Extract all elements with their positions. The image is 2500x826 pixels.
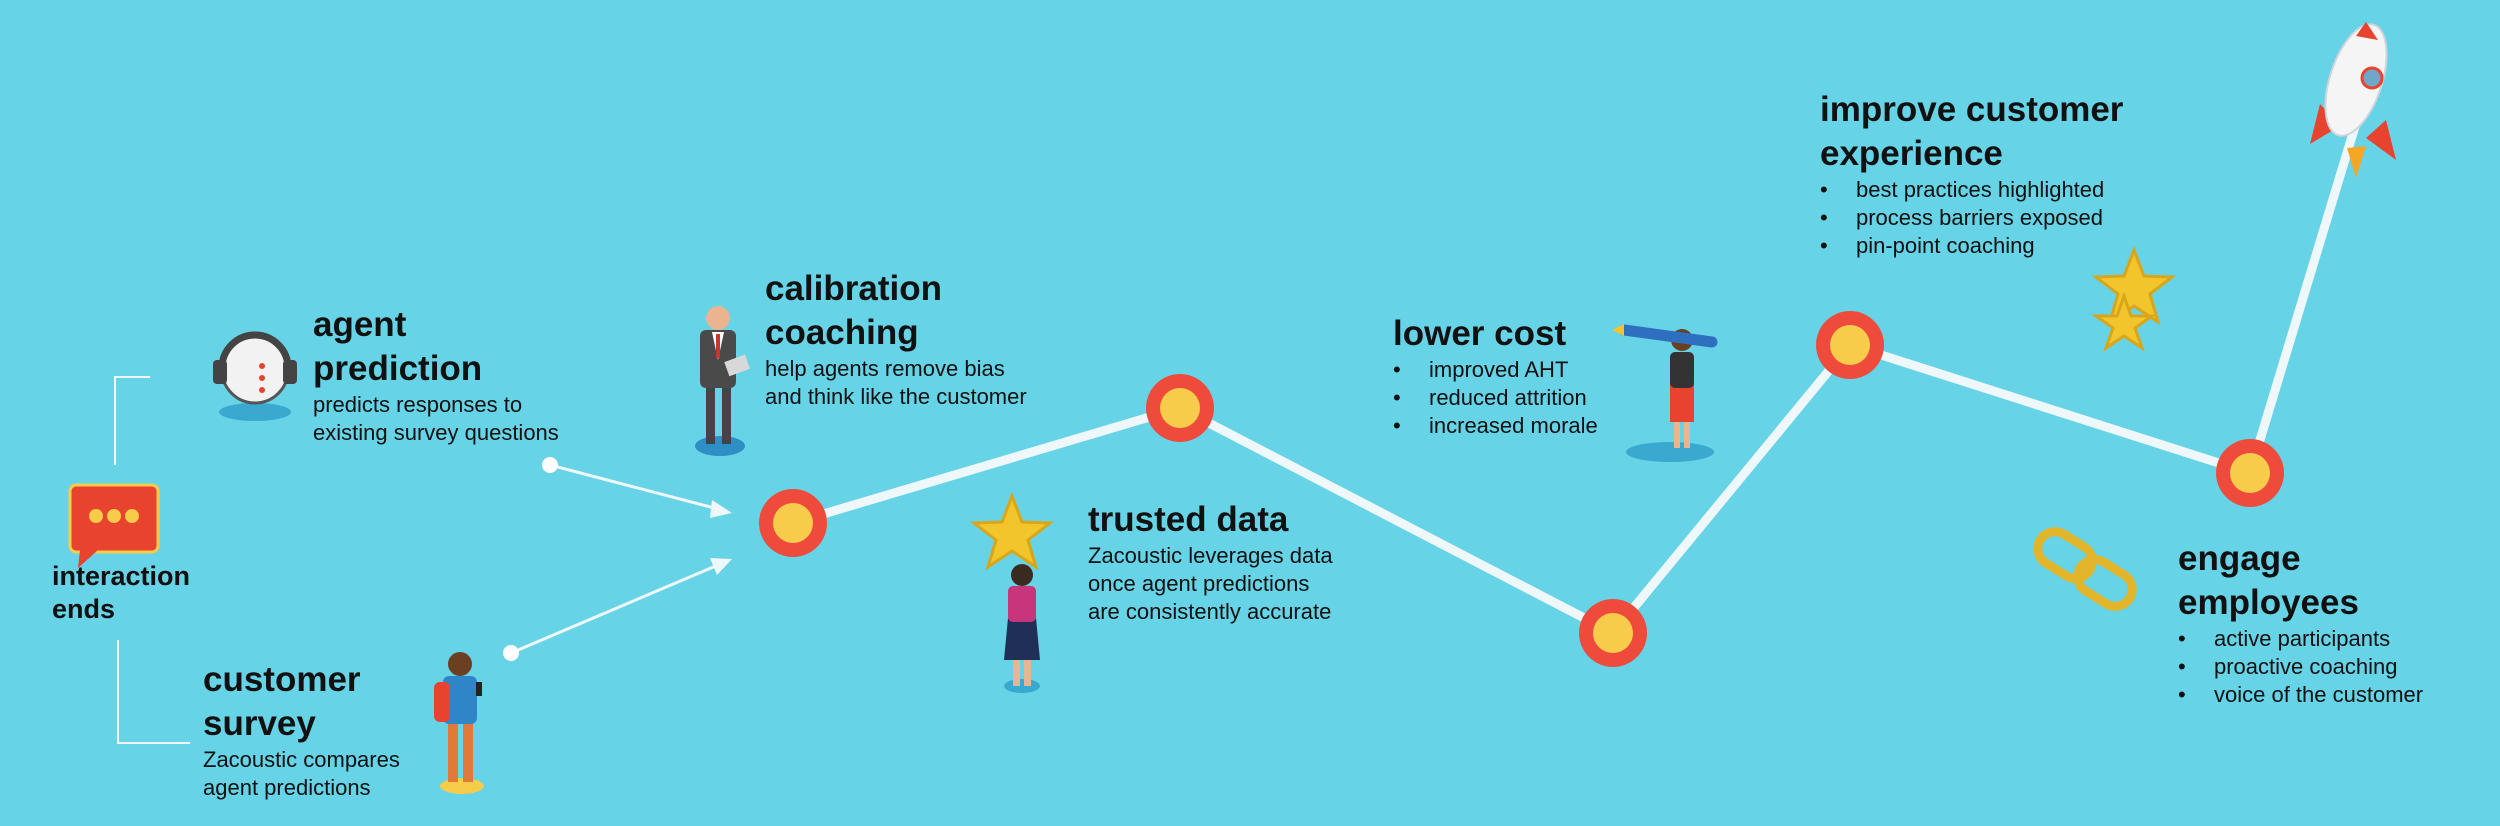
journey-node	[1146, 374, 1214, 442]
desc-line: predicts responses to	[313, 392, 523, 417]
title-line: engage	[2178, 539, 2301, 578]
calibration-coaching-desc: help agents remove bias and think like t…	[765, 355, 1027, 411]
chain-link-icon	[2033, 527, 2137, 611]
list-item: voice of the customer	[2178, 681, 2423, 709]
title-line: improve customer	[1820, 90, 2124, 129]
improve-customer-experience-list: best practices highlighted process barri…	[1820, 176, 2123, 260]
engage-employees-block: engage employees active participants pro…	[2178, 537, 2423, 709]
woman-pencil-icon	[1612, 324, 1718, 462]
lower-cost-title: lower cost	[1393, 314, 1567, 353]
list-item: process barriers exposed	[1820, 204, 2123, 232]
trusted-data-desc: Zacoustic leverages data once agent pred…	[1088, 542, 1333, 626]
list-item: active participants	[2178, 625, 2423, 653]
businessman-icon	[695, 306, 751, 456]
customer-survey-title: customer survey	[203, 658, 400, 746]
improve-customer-experience-block: improve customer experience best practic…	[1820, 88, 2123, 260]
desc-line: and think like the customer	[765, 384, 1027, 409]
lower-cost-list: improved AHT reduced attrition increased…	[1393, 356, 1598, 440]
journey-node	[759, 489, 827, 557]
list-item: proactive coaching	[2178, 653, 2423, 681]
lower-cost-block: lower cost improved AHT reduced attritio…	[1393, 312, 1598, 440]
journey-node	[2216, 439, 2284, 507]
customer-survey-block: customer survey Zacoustic compares agent…	[203, 658, 400, 802]
agent-prediction-block: agent prediction predicts responses to e…	[313, 303, 559, 447]
desc-line: Zacoustic leverages data	[1088, 543, 1333, 568]
list-item: improved AHT	[1393, 356, 1598, 384]
desc-line: agent predictions	[203, 775, 371, 800]
agent-prediction-title: agent prediction	[313, 303, 559, 391]
title-line: agent	[313, 305, 407, 344]
chat-bubble-icon	[68, 483, 160, 568]
title-line: experience	[1820, 134, 2003, 173]
interaction-ends-line1: interaction	[52, 561, 191, 591]
list-item: pin-point coaching	[1820, 232, 2123, 260]
title-line: employees	[2178, 583, 2359, 622]
title-line: survey	[203, 704, 316, 743]
woman-star-icon	[969, 491, 1055, 693]
engage-employees-title: engage employees	[2178, 537, 2423, 625]
calibration-coaching-title: calibration coaching	[765, 267, 1027, 355]
title-line: coaching	[765, 313, 919, 352]
list-item: increased morale	[1393, 412, 1598, 440]
list-item: reduced attrition	[1393, 384, 1598, 412]
trusted-data-title: trusted data	[1088, 500, 1289, 539]
improve-customer-experience-title: improve customer experience	[1820, 88, 2123, 176]
engage-employees-list: active participants proactive coaching v…	[2178, 625, 2423, 709]
trusted-data-block: trusted data Zacoustic leverages data on…	[1088, 498, 1333, 626]
title-line: prediction	[313, 349, 483, 388]
interaction-connectors	[114, 376, 190, 744]
desc-line: existing survey questions	[313, 420, 559, 445]
journey-node	[1816, 311, 1884, 379]
customer-survey-desc: Zacoustic compares agent predictions	[203, 746, 400, 802]
interaction-ends-label: interaction ends	[52, 560, 190, 626]
headset-icon	[213, 331, 297, 421]
desc-line: are consistently accurate	[1088, 599, 1332, 624]
input-arrows	[503, 457, 732, 661]
desc-line: help agents remove bias	[765, 356, 1005, 381]
calibration-coaching-block: calibration coaching help agents remove …	[765, 267, 1027, 411]
list-item: best practices highlighted	[1820, 176, 2123, 204]
desc-line: once agent predictions	[1088, 571, 1310, 596]
desc-line: Zacoustic compares	[203, 747, 400, 772]
stars-icon	[2091, 245, 2177, 352]
title-line: customer	[203, 660, 361, 699]
student-phone-icon	[434, 652, 484, 794]
title-line: calibration	[765, 269, 942, 308]
rocket-icon	[2310, 22, 2396, 178]
interaction-ends-line2: ends	[52, 594, 116, 624]
journey-path	[788, 105, 2365, 638]
journey-node	[1579, 599, 1647, 667]
agent-prediction-desc: predicts responses to existing survey qu…	[313, 391, 559, 447]
